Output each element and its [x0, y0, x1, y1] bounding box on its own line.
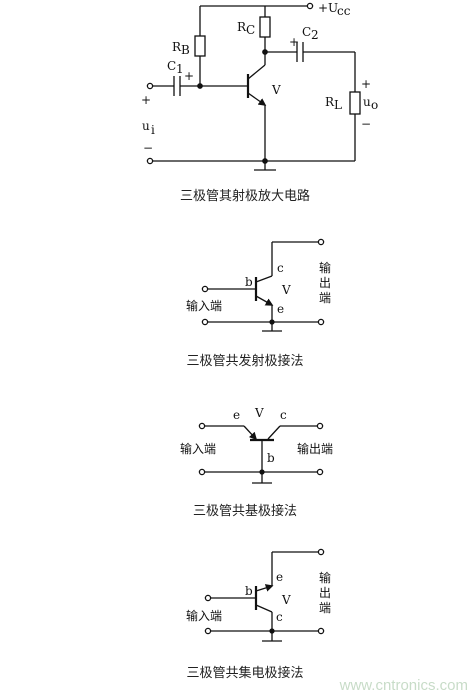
- base-label: b: [245, 275, 253, 289]
- c1-subscript: 1: [176, 62, 184, 76]
- input-label: 输入端: [186, 608, 222, 623]
- ui-label: u: [142, 119, 150, 133]
- collector-label: c: [276, 610, 283, 624]
- c2-subscript: 2: [311, 28, 319, 42]
- emitter-label: e: [277, 302, 284, 316]
- figure2-caption: 三极管共发射极接法: [186, 353, 303, 369]
- figure2-labels: b c e V 输入端 输 出 端 三极管共发射极接法: [186, 260, 331, 369]
- uo-label: u: [363, 95, 371, 109]
- input-minus: −: [143, 141, 153, 155]
- rb-label: R: [172, 40, 182, 54]
- emitter-label: e: [276, 570, 283, 584]
- output-label-char-1: 输: [319, 570, 331, 585]
- uo-subscript: o: [371, 98, 378, 112]
- emitter-label: e: [233, 408, 240, 422]
- rc-subscript: C: [246, 23, 255, 37]
- collector-label: c: [280, 408, 287, 422]
- rl-subscript: L: [334, 98, 342, 112]
- figure1-labels: +U cc R B R C C 2 + C 1 + V R L u o + − …: [141, 1, 378, 204]
- transistor-label: V: [281, 283, 291, 297]
- input-label: 输入端: [180, 441, 216, 456]
- rc-label: R: [237, 20, 247, 34]
- figure-common-base: [198, 422, 324, 484]
- transistor-label: V: [254, 406, 264, 420]
- c1-plus: +: [184, 69, 194, 83]
- base-label: b: [267, 451, 275, 465]
- watermark: www.cntronics.com: [339, 677, 468, 694]
- figure-common-emitter-amplifier: [146, 2, 361, 171]
- c2-label: C: [302, 25, 311, 39]
- vcc-label: +U: [318, 1, 338, 15]
- input-plus: +: [141, 93, 151, 107]
- transistor-label: V: [271, 83, 281, 97]
- output-label-char-2: 出: [319, 276, 331, 290]
- output-label-char-2: 出: [319, 586, 331, 600]
- figure4-caption: 三极管共集电极接法: [186, 665, 303, 681]
- rl-label: R: [325, 95, 335, 109]
- figure-common-collector: [204, 548, 325, 642]
- figure3-caption: 三极管共基极接法: [193, 503, 297, 519]
- figure4-labels: b e c V 输入端 输 出 端 三极管共集电极接法: [186, 570, 331, 681]
- output-label-char-3: 端: [319, 601, 331, 615]
- output-label: 输出端: [297, 441, 333, 456]
- output-label-char-3: 端: [319, 291, 331, 305]
- base-label: b: [245, 584, 253, 598]
- output-label-char-1: 输: [319, 260, 331, 275]
- output-plus: +: [361, 77, 371, 91]
- ui-subscript: i: [151, 123, 155, 137]
- rb-subscript: B: [181, 43, 190, 57]
- figure3-labels: e V c b 输入端 输出端 三极管共基极接法: [180, 406, 333, 519]
- output-minus: −: [361, 117, 371, 131]
- figure1-caption: 三极管其射极放大电路: [180, 188, 310, 204]
- collector-label: c: [277, 261, 284, 275]
- vcc-subscript: cc: [337, 4, 351, 18]
- input-label: 输入端: [186, 298, 222, 313]
- c1-label: C: [167, 59, 176, 73]
- transistor-label: V: [281, 593, 291, 607]
- figure-common-emitter: [201, 238, 325, 332]
- c2-plus: +: [289, 35, 299, 49]
